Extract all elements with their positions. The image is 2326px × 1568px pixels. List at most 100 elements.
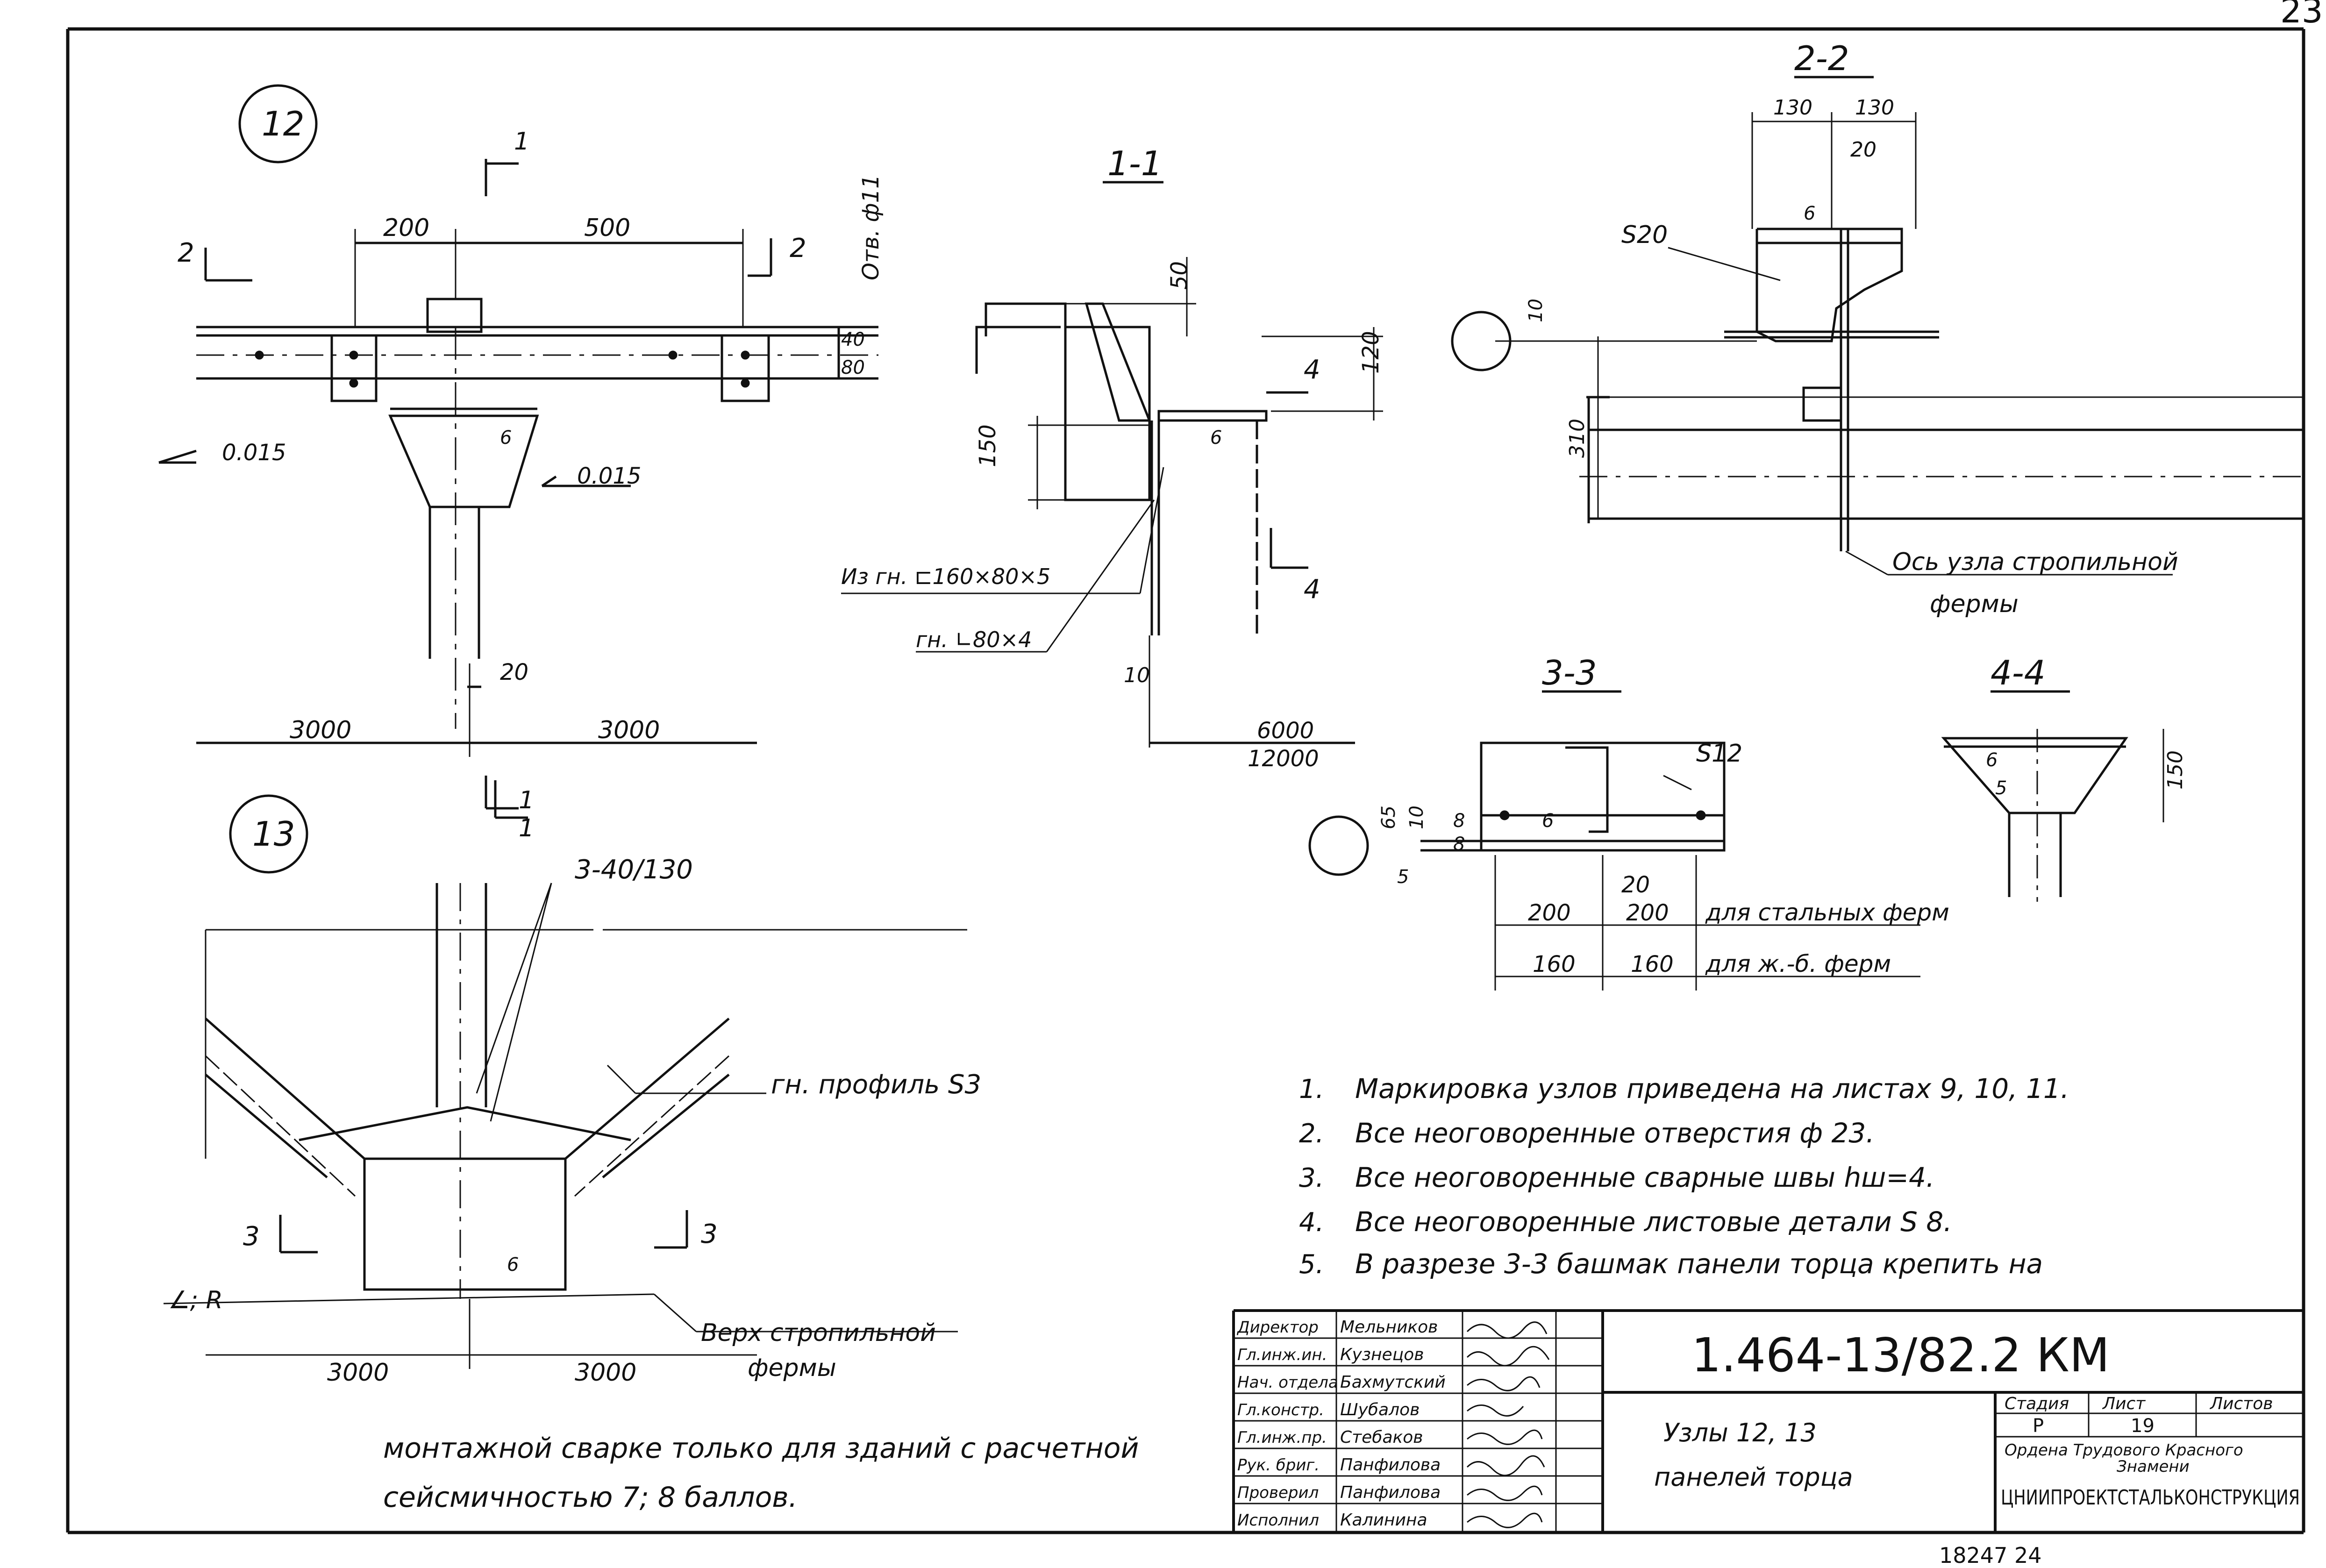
axis-note-2: фермы (1930, 590, 2019, 618)
cut-1-top: 1 (519, 786, 534, 814)
dim-150: 150 (975, 424, 1001, 467)
section-1-1 (841, 181, 1383, 748)
dim-3000-right: 3000 (575, 1359, 636, 1387)
row2-b: 160 (1631, 951, 1674, 977)
dim-130-left: 130 (1773, 96, 1812, 120)
doc-title-1: Узлы 12, 13 (1663, 1418, 1817, 1447)
plate-s12: S12 (1696, 740, 1742, 768)
weld-6: 6 (500, 427, 512, 449)
cut-3-right: 3 (701, 1219, 718, 1249)
profile-note: гн. профиль S3 (771, 1069, 981, 1100)
doc-code: 1.464-13/82.2 КМ (1691, 1328, 2110, 1383)
dim-120: 120 (1358, 331, 1384, 374)
dim-8a: 8 (1453, 810, 1465, 832)
row2-c: для ж.-б. ферм (1705, 950, 1891, 977)
dim-10: 10 (1525, 299, 1547, 322)
note-5-line2: монтажной сварке только для зданий с рас… (383, 1432, 1139, 1465)
weld-6: 6 (1542, 810, 1554, 832)
note-1-text: Маркировка узлов приведена на листах 9, … (1355, 1073, 2069, 1105)
dim-3000-right: 3000 (598, 716, 660, 744)
note-5-text: В разрезе 3-3 башмак панели торца крепит… (1355, 1248, 2043, 1280)
section-3-3-labels: 3-3 S12 65 10 8 8 5 6 20 200 200 для ста… (1378, 653, 1949, 977)
section-4-4 (1941, 690, 2164, 902)
name-5: Панфилова (1340, 1455, 1441, 1475)
section-2-2 (1451, 76, 2304, 576)
note-2-text: Все неоговоренные отверстия ф 23. (1355, 1117, 1875, 1149)
page-number: 23 (2280, 0, 2323, 30)
name-3: Шубалов (1340, 1400, 1420, 1419)
node-12-marker (238, 84, 318, 164)
row1-b: 200 (1626, 900, 1669, 926)
slope-left: 0.015 (222, 440, 286, 466)
role-4: Гл.инж.пр. (1237, 1428, 1327, 1447)
sheets-label: Листов (2209, 1394, 2273, 1413)
section-1-1-labels: 1-1 50 120 150 6 Из гн. ⊏160×80×5 гн. ∟8… (841, 144, 1384, 772)
node-12-labels: 12 200 500 80 40 Отв. ф11 0.015 0.015 6 … (178, 104, 884, 842)
section-3-3 (1308, 690, 1920, 991)
weld-5: 5 (1995, 777, 2007, 799)
node-12-label: 12 (262, 104, 305, 143)
dim-50: 50 (1166, 261, 1192, 290)
dim-20: 20 (1621, 872, 1650, 898)
stage-value: Р (2033, 1415, 2044, 1437)
dim-200: 200 (383, 214, 429, 242)
name-2: Бахмутский (1340, 1373, 1446, 1392)
dim-3000-left: 3000 (290, 716, 351, 744)
dim-12000: 12000 (1248, 746, 1319, 772)
note-2-num: 2. (1299, 1119, 1324, 1149)
plate-s20: S20 (1621, 221, 1668, 249)
node-13-labels: 13 3-40/130 гн. профиль S3 ∠; R 6 3 3 Ве… (168, 786, 981, 1387)
role-7: Исполнил (1237, 1511, 1319, 1530)
dim-310: 310 (1565, 419, 1589, 458)
node-13-marker (229, 794, 308, 874)
dim-10: 10 (1124, 663, 1150, 687)
callout-channel: Из гн. ⊏160×80×5 (841, 564, 1050, 589)
section-3-3-title: 3-3 (1542, 653, 1597, 692)
dim-40: 40 (841, 329, 865, 350)
sheet-frame (66, 27, 2305, 1534)
node-12 (158, 84, 878, 810)
weld-6: 6 (1986, 749, 1998, 771)
title-block (1232, 1309, 2304, 1532)
footer-code: 18247 24 (1939, 1543, 2042, 1568)
general-notes: 1. Маркировка узлов приведена на листах … (383, 1073, 2069, 1514)
cut-1-bottom: 1 (519, 814, 534, 842)
section-4-4-labels: 4-4 150 6 5 (1986, 653, 2187, 799)
org-line-1: Ордена Трудового Красного (2005, 1441, 2243, 1460)
dim-10: 10 (1406, 805, 1427, 829)
cut-1-top: 1 (514, 128, 529, 156)
sheet-value: 19 (2131, 1415, 2155, 1437)
name-6: Панфилова (1340, 1483, 1441, 1502)
slope-mark: ∠; R (168, 1286, 223, 1314)
row1-a: 200 (1528, 900, 1571, 926)
note-4-text: Все неоговоренные листовые детали S 8. (1355, 1206, 1952, 1238)
role-6: Проверил (1237, 1483, 1319, 1502)
node-13-label: 13 (252, 814, 295, 854)
name-0: Мельников (1340, 1318, 1438, 1337)
dim-20: 20 (500, 659, 528, 685)
weld-6: 6 (1210, 427, 1222, 449)
role-0: Директор (1236, 1318, 1319, 1337)
stage-label: Стадия (2005, 1394, 2069, 1413)
dim-500: 500 (584, 214, 630, 242)
org-line-2: Знамени (2117, 1457, 2190, 1476)
node-13 (163, 780, 967, 1369)
note-5-num: 5. (1299, 1249, 1324, 1280)
row2-a: 160 (1533, 951, 1576, 977)
dim-65: 65 (1378, 805, 1399, 829)
title-block-text: Директор Мельников Гл.инж.ин. Кузнецов Н… (1236, 1318, 2300, 1530)
node-axis-marker-3 (1308, 815, 1369, 876)
role-1: Гл.инж.ин. (1237, 1346, 1327, 1364)
name-1: Кузнецов (1340, 1345, 1424, 1364)
top-truss-1: Верх стропильной (701, 1319, 936, 1347)
note-3-text: Все неоговоренные сварные швы hш=4. (1355, 1162, 1934, 1193)
name-7: Калинина (1340, 1511, 1427, 1530)
cut-1-bottom: 1 (519, 814, 534, 842)
cut-2-right: 2 (790, 233, 806, 264)
cut-3-left: 3 (243, 1221, 260, 1252)
doc-title-2: панелей торца (1654, 1462, 1853, 1492)
org-name: ЦНИИПРОЕКТСТАЛЬКОНСТРУКЦИЯ (2001, 1486, 2300, 1510)
dim-5: 5 (1397, 866, 1409, 888)
note-5-line3: сейсмичностью 7; 8 баллов. (383, 1481, 798, 1514)
section-1-1-title: 1-1 (1107, 144, 1163, 183)
